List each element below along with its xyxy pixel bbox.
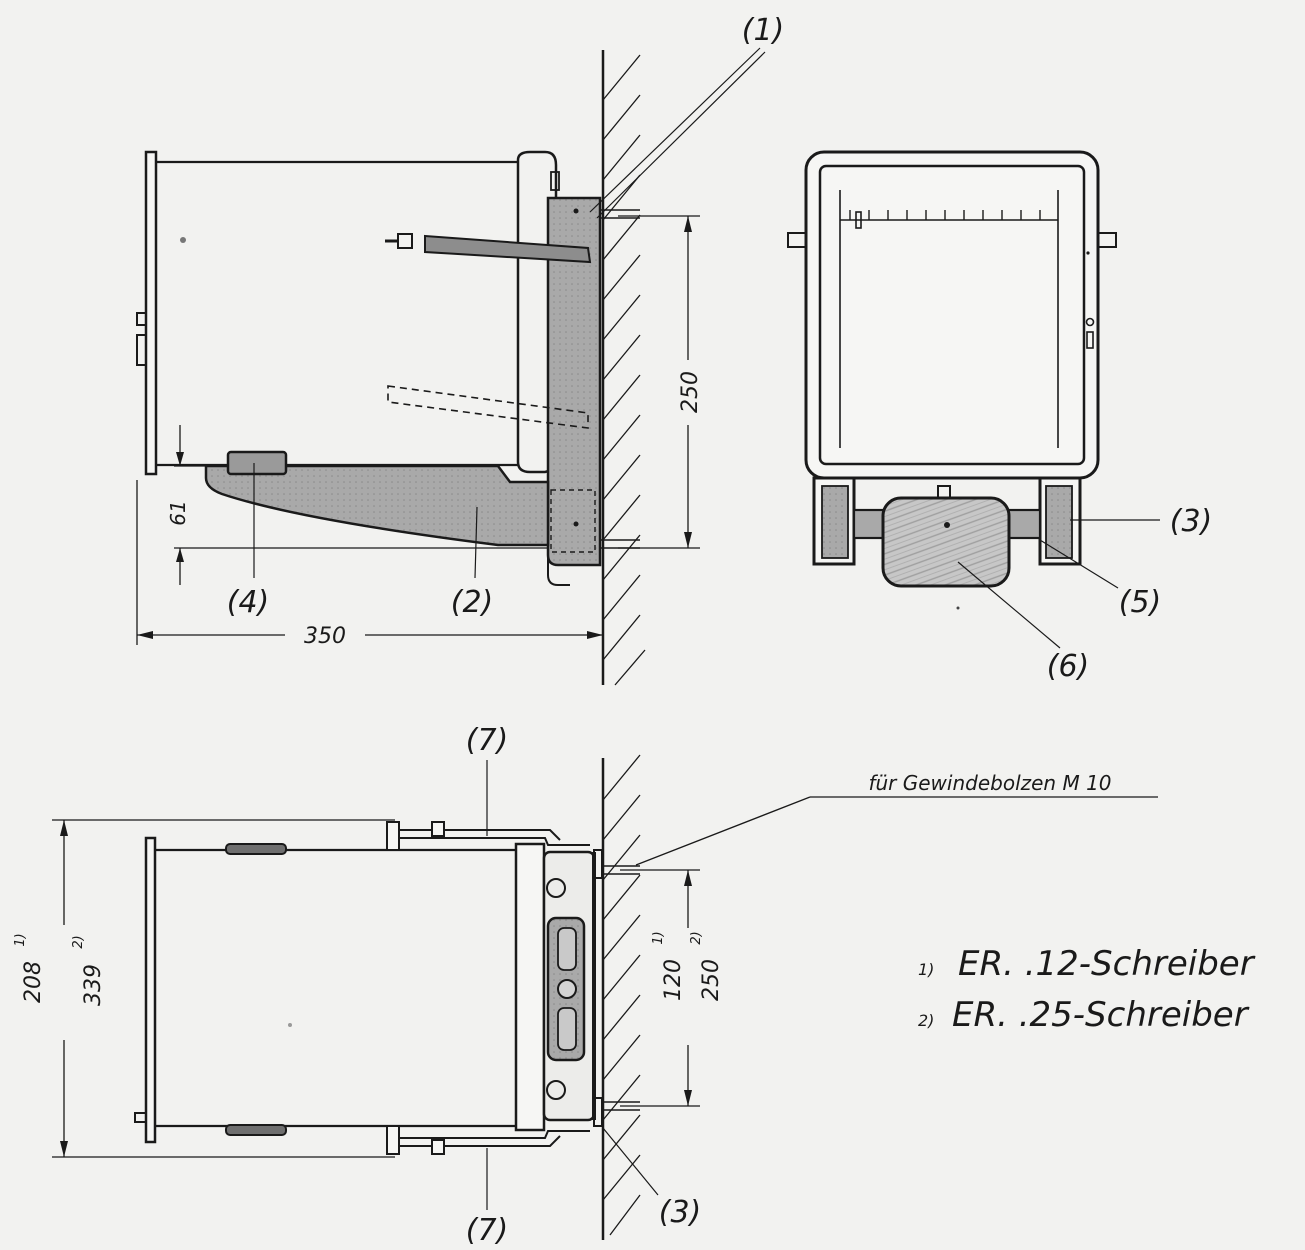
front-view [787, 150, 1117, 610]
dimension-350: 350 [136, 480, 603, 649]
dimension-208-339: 208 1) 339 2) [13, 819, 395, 1158]
dimension-120-250: 120 1) 250 2) [620, 869, 724, 1107]
dim-208-label: 208 [21, 961, 46, 1003]
callout-4: (4) [227, 585, 270, 620]
callout-2: (2) [451, 585, 494, 620]
top-view [134, 821, 640, 1155]
legend-marker-2: 2) [918, 1011, 934, 1030]
legend-marker-1: 1) [918, 960, 934, 979]
dimension-250-side: 250 [618, 215, 703, 549]
bolt-note: für Gewindebolzen M 10 [868, 771, 1111, 795]
dim-120-label: 120 [661, 959, 686, 1001]
dim-250-top-label: 250 [699, 959, 724, 1001]
dim-350-label: 350 [304, 624, 346, 649]
callout-3-top: (3) [659, 1195, 702, 1230]
dim-250-top-sup: 2) [689, 931, 704, 944]
callout-7-top: (7) [466, 723, 509, 758]
callout-5: (5) [1119, 585, 1162, 620]
support-bracket [204, 464, 550, 547]
side-view [136, 150, 640, 586]
dim-120-sup: 1) [651, 931, 666, 944]
wall-side-view [601, 50, 646, 686]
dim-61-label: 61 [166, 500, 190, 525]
dimension-61: 61 [166, 425, 548, 585]
dim-250-side-label: 250 [678, 371, 703, 413]
callout-6: (6) [1047, 649, 1090, 684]
legend: 1) ER. .12-Schreiber 2) ER. .25-Schreibe… [918, 944, 1256, 1035]
legend-text-1: ER. .12-Schreiber [958, 944, 1256, 984]
dim-339-sup: 2) [71, 935, 86, 948]
callout-3-front: (3) [1170, 504, 1213, 539]
callout-7-bottom: (7) [466, 1213, 509, 1248]
dim-208-sup: 1) [13, 933, 28, 946]
callout-1: (1) [742, 13, 785, 48]
legend-text-2: ER. .25-Schreiber [952, 995, 1250, 1035]
dim-339-label: 339 [81, 964, 106, 1006]
wall-top-view [601, 754, 641, 1240]
